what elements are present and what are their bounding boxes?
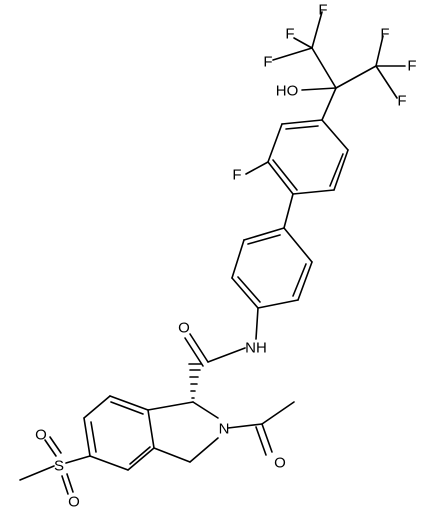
bond: [335, 65, 377, 89]
amide-oxygen-atom: O: [178, 320, 190, 337]
bond: [189, 333, 209, 363]
hydroxyl-label: HO: [276, 83, 299, 100]
sulfur-atom: S: [54, 458, 64, 475]
bond: [272, 159, 298, 191]
bond: [90, 421, 97, 453]
bond: [243, 227, 285, 241]
bond: [375, 35, 384, 67]
bond: [231, 277, 259, 309]
bond: [311, 47, 337, 89]
bond: [321, 119, 349, 151]
bond: [89, 455, 129, 471]
bond: [227, 423, 263, 429]
fluorine-atom: F: [407, 58, 416, 75]
bond: [207, 347, 246, 363]
bonds: [19, 11, 406, 495]
bond: [65, 455, 91, 464]
fluorine-atom: F: [380, 26, 389, 43]
sulfonyl-oxygen-atom: O: [68, 494, 80, 511]
bond: [261, 401, 295, 425]
bond: [255, 426, 267, 456]
bond: [147, 409, 155, 449]
bond: [83, 395, 111, 419]
fluorine-atom: F: [397, 93, 406, 110]
bond: [245, 161, 269, 175]
fluorine-atom: F: [318, 2, 327, 19]
bond: [329, 153, 344, 187]
bond: [311, 11, 323, 49]
bond: [61, 475, 69, 495]
bond: [297, 261, 313, 301]
bond: [301, 87, 337, 91]
bond: [267, 161, 294, 195]
stereo-hash-wedge: [188, 363, 202, 399]
bond: [272, 47, 313, 61]
ring-nitrogen-atom: N: [219, 421, 230, 438]
bond: [257, 299, 299, 309]
fluorine-atom: F: [263, 54, 272, 71]
bond: [66, 473, 74, 493]
bond: [49, 436, 62, 454]
bond: [109, 395, 149, 411]
bond: [281, 119, 323, 125]
bond: [321, 87, 337, 121]
sulfonyl-oxygen-atom: O: [35, 427, 47, 444]
bond: [292, 189, 335, 195]
acetyl-oxygen-atom: O: [274, 455, 286, 472]
fluorine-atom: F: [285, 26, 294, 43]
bond: [19, 465, 55, 481]
bond: [293, 37, 313, 49]
bond: [255, 307, 259, 340]
bond: [292, 263, 307, 297]
bond: [192, 401, 219, 419]
amide-nh-label: NH: [245, 340, 267, 357]
bond: [147, 401, 194, 411]
bond: [333, 149, 349, 191]
bond: [285, 125, 319, 130]
bond: [283, 227, 313, 263]
bond: [129, 446, 151, 465]
bond: [231, 239, 245, 279]
bond: [127, 447, 155, 471]
bond: [237, 276, 261, 303]
bond: [184, 337, 204, 367]
bond: [247, 234, 281, 245]
bond: [110, 401, 144, 415]
bond: [153, 447, 191, 463]
bond: [83, 417, 91, 457]
atom-labels: F F F F F F HO F NH O N O S O O: [35, 2, 416, 511]
aryl-fluorine-atom: F: [232, 167, 241, 184]
bond: [44, 439, 57, 457]
bond: [375, 65, 398, 99]
bond: [189, 437, 219, 463]
bond: [267, 123, 283, 163]
bond: [283, 193, 294, 229]
bond: [261, 423, 273, 453]
